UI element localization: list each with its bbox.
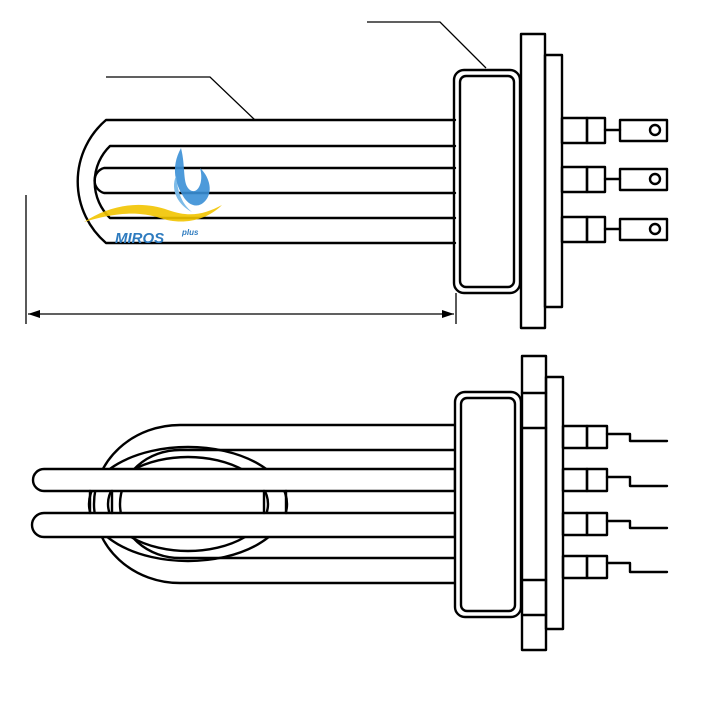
loop-ring-outer (87, 445, 289, 563)
u-tube-outer (76, 118, 457, 245)
u-tube-inner (93, 166, 457, 195)
top-view (30, 354, 669, 652)
nut-outer (452, 68, 522, 295)
terminal-wire (561, 511, 669, 537)
nut-inner (459, 396, 517, 613)
logo-suffix: plus (181, 228, 199, 237)
nut-inner (458, 74, 516, 289)
logo-swoosh-yellow (84, 204, 222, 222)
miros-logo: MIROS plus (84, 148, 222, 247)
side-view (25, 21, 669, 330)
logo-flame-blue (174, 148, 210, 206)
flange-plate (519, 32, 547, 330)
logo-brand: MIROS (115, 230, 164, 247)
terminal-wire (561, 467, 669, 493)
terminal (560, 165, 669, 194)
terminal-wire (561, 424, 669, 450)
loop-ring-inner (106, 455, 270, 553)
dimension-line (25, 195, 457, 324)
flange-backplate (544, 375, 565, 631)
leader-line-tube (106, 76, 256, 121)
terminal-wire (561, 554, 669, 580)
leader-line-nut (367, 21, 487, 69)
tube-straight-upper (31, 467, 457, 493)
flange-backplate (543, 53, 564, 309)
flange-plate (520, 354, 548, 652)
terminal (560, 116, 669, 145)
loop-outer (92, 423, 457, 585)
terminal (560, 215, 669, 244)
nut-outer (453, 390, 523, 619)
logo-flame-light (173, 176, 192, 212)
tube-straight-lower (30, 511, 457, 539)
loop-inner (118, 448, 457, 560)
